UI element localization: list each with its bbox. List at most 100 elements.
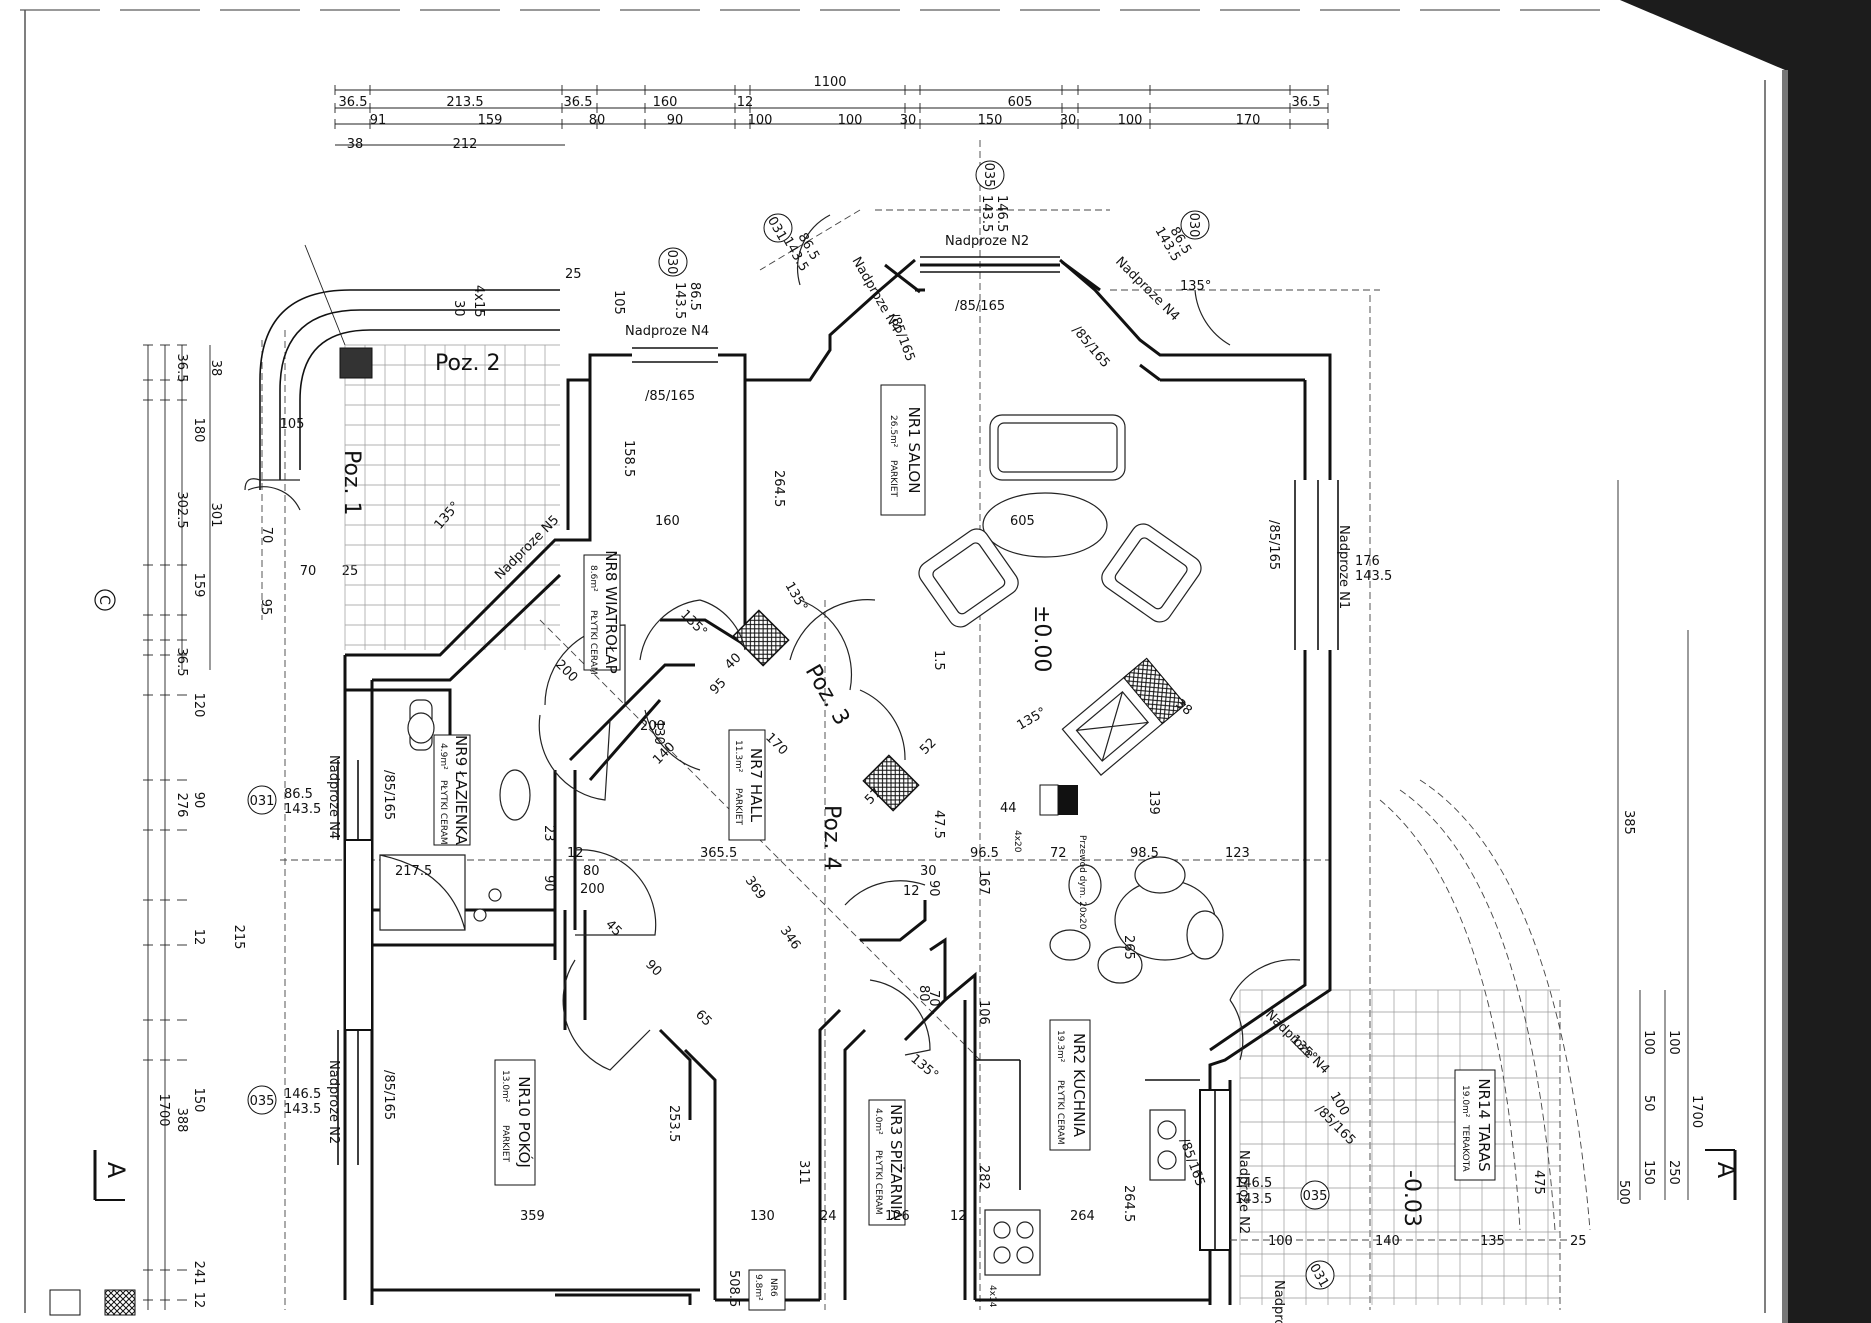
svg-text:150: 150	[978, 113, 1003, 128]
svg-text:159: 159	[191, 573, 206, 598]
svg-text:80: 80	[583, 864, 600, 879]
svg-text:143.5: 143.5	[979, 195, 994, 232]
svg-text:4.9m²: 4.9m²	[438, 743, 448, 770]
room-label-taras: NR14 TARAS 19.0m² TERAKOTA	[1454, 1069, 1496, 1181]
svg-text:TERAKOTA: TERAKOTA	[1460, 1124, 1470, 1173]
svg-text:95: 95	[258, 599, 273, 616]
svg-text:369: 369	[742, 874, 769, 903]
svg-text:12: 12	[737, 95, 754, 110]
svg-text:96.5: 96.5	[970, 846, 999, 861]
room-label-spizarnia: NR3 SPIŻARNIA 4.0m² PŁYTKI CERAM	[868, 1099, 906, 1226]
axis-mark-c: C	[94, 589, 116, 611]
svg-text:19.3m²: 19.3m²	[1055, 1030, 1065, 1063]
svg-text:91: 91	[370, 113, 387, 128]
svg-text:Poz. 1: Poz. 1	[339, 450, 364, 515]
room-label-pokoj: NR10 POKÓJ 13.0m² PARKIET	[494, 1059, 536, 1186]
room-label-kuchnia: NR2 KUCHNIA 19.3m² PŁYTKI CERAM	[1049, 1019, 1091, 1151]
svg-text:143.5: 143.5	[1235, 1192, 1272, 1207]
svg-text:346: 346	[777, 924, 804, 953]
elevation-terrace: -0.03	[1399, 1170, 1424, 1227]
svg-text:135°: 135°	[782, 580, 811, 615]
svg-text:C: C	[96, 595, 112, 605]
svg-text:A: A	[1712, 1162, 1740, 1179]
svg-text:23: 23	[541, 825, 556, 842]
svg-text:200: 200	[580, 882, 605, 897]
svg-text:12: 12	[191, 1292, 206, 1309]
svg-text:200: 200	[640, 719, 665, 734]
svg-text:NR8 WIATROŁAP: NR8 WIATROŁAP	[602, 550, 620, 673]
svg-text:264.5: 264.5	[1121, 1185, 1136, 1222]
svg-text:135°: 135°	[907, 1052, 941, 1084]
svg-text:72: 72	[1050, 846, 1067, 861]
dim-overall-width: 1100	[813, 75, 846, 90]
svg-text:143.5: 143.5	[672, 282, 687, 319]
svg-text:146.5: 146.5	[1235, 1176, 1272, 1191]
svg-text:139: 139	[1146, 790, 1161, 815]
svg-text:030: 030	[1186, 213, 1201, 238]
room-label-lazienka: NR9 ŁAZIENKA 4.9m² PŁYTKI CERAM	[433, 734, 471, 846]
entrance-steps	[244, 244, 560, 511]
svg-text:86.5: 86.5	[284, 787, 313, 802]
svg-text:11.3m²: 11.3m²	[733, 740, 743, 773]
svg-text:100: 100	[1666, 1030, 1681, 1055]
svg-text:Nadproze N4: Nadproze N4	[1112, 254, 1182, 324]
svg-text:1700: 1700	[156, 1093, 171, 1126]
coffee-table	[982, 492, 1108, 558]
svg-text:1700: 1700	[1689, 1095, 1704, 1128]
svg-text:NR6: NR6	[768, 1278, 778, 1297]
room-label-salon: NR1 SALON 26.5m² PARKIET	[880, 384, 926, 516]
svg-text:500: 500	[1616, 1180, 1631, 1205]
svg-text:Nadproze N4: Nadproze N4	[326, 755, 341, 839]
svg-text:1.5: 1.5	[931, 650, 946, 671]
svg-text:150: 150	[1641, 1160, 1656, 1185]
washbasin	[499, 769, 531, 821]
svg-text:282: 282	[976, 1165, 991, 1190]
left-dimension-chain: 36.5 38 180 105 302.5 301 70 70 25 159 9…	[143, 344, 359, 1310]
svg-text:90: 90	[926, 880, 941, 897]
svg-text:90: 90	[642, 957, 664, 979]
svg-text:/85/165: /85/165	[886, 311, 917, 363]
svg-text:Nadproze N2: Nadproze N2	[326, 1060, 341, 1144]
svg-text:13.0m²: 13.0m²	[500, 1070, 510, 1103]
svg-text:Nadproze N4: Nadproze N4	[625, 324, 709, 339]
svg-text:NR3 SPIŻARNIA: NR3 SPIŻARNIA	[887, 1104, 906, 1221]
svg-text:143.5: 143.5	[284, 1102, 321, 1117]
svg-text:38: 38	[208, 360, 223, 377]
legend	[49, 1289, 136, 1316]
svg-text:PARKIET: PARKIET	[733, 788, 743, 826]
svg-text:38: 38	[347, 137, 364, 152]
svg-text:30: 30	[1060, 113, 1077, 128]
svg-text:146.5: 146.5	[284, 1087, 321, 1102]
svg-text:40: 40	[722, 651, 744, 673]
terrace-steps	[1230, 779, 1591, 1310]
svg-text:50: 50	[1641, 1095, 1656, 1112]
svg-text:36.5: 36.5	[174, 354, 189, 383]
svg-text:8.6m²: 8.6m²	[588, 565, 598, 592]
svg-text:123: 123	[1225, 846, 1250, 861]
svg-text:30: 30	[900, 113, 917, 128]
svg-text:24: 24	[820, 1209, 837, 1224]
svg-text:170: 170	[1236, 113, 1261, 128]
svg-text:100: 100	[838, 113, 863, 128]
svg-text:Poz. 4: Poz. 4	[819, 805, 844, 870]
svg-text:365.5: 365.5	[700, 846, 737, 861]
opening-sizes: /85/165 /85/165 /85/165 /85/165 /85/165 …	[381, 299, 1358, 1188]
svg-text:25: 25	[342, 564, 359, 579]
svg-text:4.0m²: 4.0m²	[873, 1108, 883, 1135]
svg-text:65: 65	[692, 1007, 714, 1029]
svg-text:PŁYTKI CERAM: PŁYTKI CERAM	[873, 1150, 883, 1215]
svg-text:160: 160	[655, 514, 680, 529]
svg-text:200: 200	[552, 657, 580, 685]
svg-text:359: 359	[520, 1209, 545, 1224]
entrance-pillar	[339, 347, 373, 379]
svg-text:/85/165: /85/165	[1266, 520, 1281, 570]
svg-text:212: 212	[453, 137, 478, 152]
svg-text:/85/165: /85/165	[1069, 323, 1113, 371]
svg-text:105: 105	[611, 290, 626, 315]
svg-text:241: 241	[191, 1261, 206, 1286]
svg-text:508.5: 508.5	[726, 1270, 741, 1307]
svg-text:143.5: 143.5	[284, 802, 321, 817]
svg-text:25: 25	[1570, 1234, 1587, 1249]
svg-text:47.5: 47.5	[931, 810, 946, 839]
